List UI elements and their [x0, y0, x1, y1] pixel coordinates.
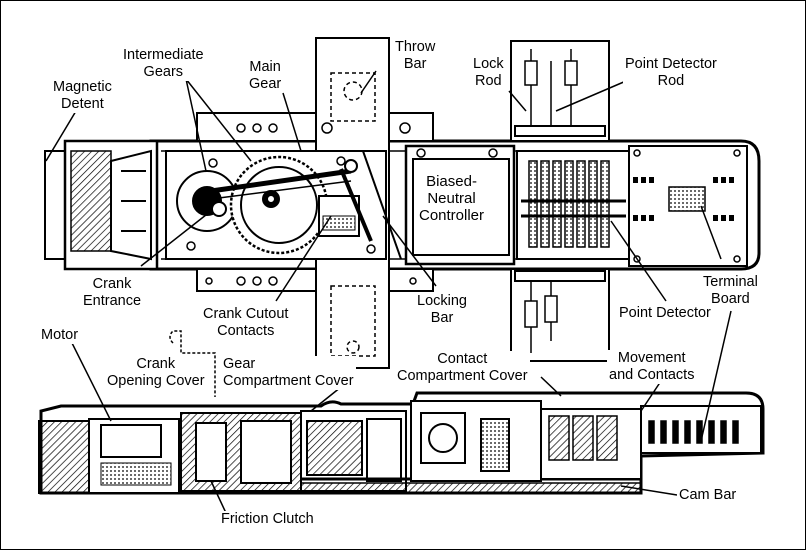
leader-lines — [45, 70, 732, 514]
label-point-detector: Point Detector — [617, 305, 713, 322]
plan-view — [44, 37, 761, 369]
contact-fingers — [521, 160, 626, 248]
side-view — [38, 330, 765, 495]
flange-bolts — [186, 122, 417, 286]
terminal-studs — [633, 177, 734, 221]
label-cam-bar: Cam Bar — [677, 487, 739, 504]
crank-opening-cover-dashed — [169, 330, 216, 397]
label-friction-clutch: Friction Clutch — [219, 511, 316, 528]
side-terminals — [648, 420, 739, 444]
label-motor: Motor — [39, 327, 81, 344]
side-contacts — [548, 415, 618, 461]
